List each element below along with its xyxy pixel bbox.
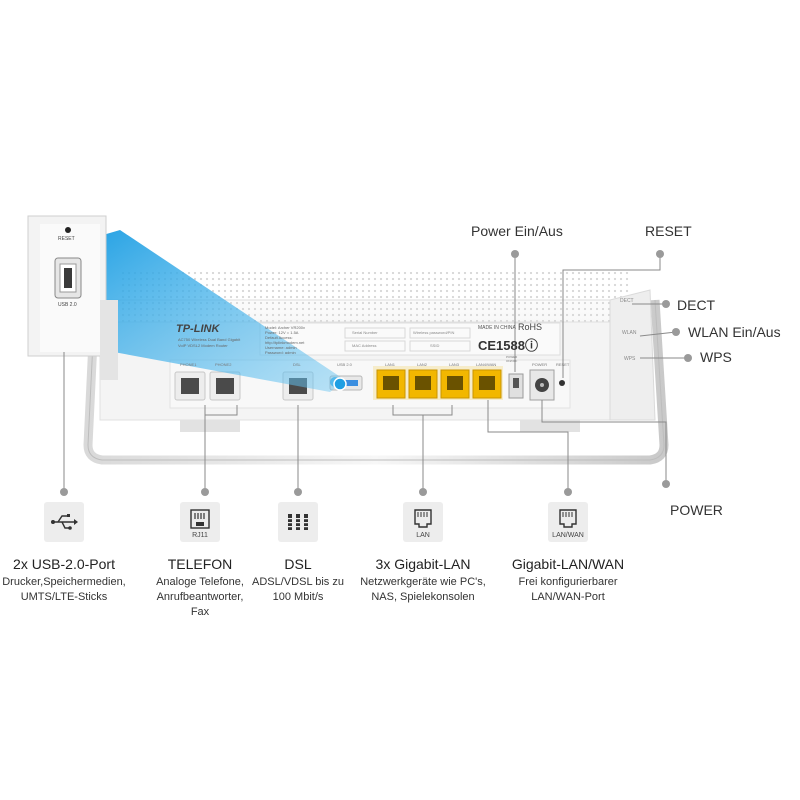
feature-usb-desc-1: Drucker,Speichermedien, <box>2 576 126 588</box>
dsl-icon <box>278 502 318 542</box>
feature-dsl-desc-2: 100 Mbit/s <box>272 591 324 603</box>
model-line-1: AC750 Wireless Dual Band Gigabit <box>178 337 241 342</box>
port-label-reset: RESET <box>556 362 570 367</box>
port-label-phone2: PHONE2 <box>215 362 232 367</box>
power-jack <box>529 369 555 401</box>
callout-power: POWER <box>670 502 723 518</box>
lan-ports <box>373 366 503 400</box>
callout-lines <box>63 253 688 492</box>
feature-dsl-desc-1: ADSL/VDSL bis zu <box>252 576 344 588</box>
ce-mark: CE1588ⓘ <box>478 338 538 353</box>
side-label-dect: DECT <box>620 298 634 304</box>
feature-lan-desc-2: NAS, Spielekonsolen <box>371 591 475 603</box>
port-label-lan4wan: LAN4/WAN <box>476 362 497 367</box>
port-label-lan2: LAN2 <box>417 362 428 367</box>
inset-usb-label: USB 2.0 <box>58 302 77 308</box>
usb-icon <box>44 502 84 542</box>
serial-field-0: Serial Number <box>352 330 378 335</box>
lan-wan-caption: LAN/WAN <box>552 532 584 539</box>
serial-field-3: SSID <box>430 343 440 348</box>
made-in-label: MADE IN CHINA <box>478 325 516 331</box>
callout-dect: DECT <box>677 297 716 313</box>
lan-caption: LAN <box>416 532 430 539</box>
port-label-lan3: LAN3 <box>449 362 460 367</box>
device-label-3: http://tplinkmodem.net <box>265 340 305 345</box>
callout-reset: RESET <box>645 223 692 239</box>
port-label-power: POWER <box>532 362 548 367</box>
lan-icon: LAN <box>403 502 443 542</box>
port-label-dsl: DSL <box>293 362 301 367</box>
device-label-2: Default Access: <box>265 335 293 340</box>
feature-lan-title: 3x Gigabit-LAN <box>375 556 471 572</box>
device-label-5: Password: admin <box>265 350 296 355</box>
feature-lanwan-title: Gigabit-LAN/WAN <box>511 556 625 572</box>
inset-reset-label: RESET <box>58 236 75 242</box>
feature-lan-desc-1: Netzwerkgeräte wie PC's, <box>360 576 486 588</box>
port-label-power-switch: POWER ON/OFF <box>506 355 518 363</box>
model-line-2: VoIP VDSL2 Modem Router <box>178 343 228 348</box>
lan-wan-icon: LAN/WAN <box>548 502 588 542</box>
callout-wps: WPS <box>700 349 732 365</box>
phone-ports <box>174 371 241 401</box>
rohs-mark: RoHS <box>518 322 543 332</box>
feature-usb-title: 2x USB-2.0-Port <box>13 556 115 572</box>
side-label-wps: WPS <box>624 356 636 362</box>
callout-dots <box>60 250 692 496</box>
feature-lanwan-desc-2: LAN/WAN-Port <box>531 591 605 603</box>
side-label-wlan: WLAN <box>622 330 637 336</box>
side-panel <box>609 289 656 421</box>
feature-telefon-title: TELEFON <box>167 556 233 572</box>
feature-usb-desc-2: UMTS/LTE-Sticks <box>20 591 108 603</box>
reset-hole <box>559 380 565 386</box>
rj11-icon: RJ11 <box>180 502 220 542</box>
zoom-beam <box>103 230 345 392</box>
serial-field-2: MAC Address <box>352 343 377 348</box>
callout-wlan: WLAN Ein/Aus <box>688 324 781 340</box>
brand-logo: TP-LINK <box>176 323 220 335</box>
device-label-1: Power: 12V = 1.5A <box>265 330 299 335</box>
feature-telefon-desc-1: Analoge Telefone, <box>156 576 244 588</box>
port-label-usb: USB 2.0 <box>337 362 352 367</box>
feature-telefon-desc-2: Anrufbeantworter, <box>156 591 244 603</box>
feature-lanwan-desc-1: Frei konfigurierbarer <box>518 576 618 588</box>
device-label-4: Username: admin <box>265 345 297 350</box>
port-label-phone1: PHONE1 <box>180 362 197 367</box>
feature-telefon-desc-3: Fax <box>190 606 210 618</box>
device-label-0: Model: Archer VR200v <box>265 325 306 330</box>
serial-field-1: Wireless password/PIN <box>413 330 455 335</box>
port-label-lan1: LAN1 <box>385 362 396 367</box>
rj11-caption: RJ11 <box>192 532 208 539</box>
callout-power-switch: Power Ein/Aus <box>471 223 563 239</box>
feature-dsl-title: DSL <box>284 556 312 572</box>
